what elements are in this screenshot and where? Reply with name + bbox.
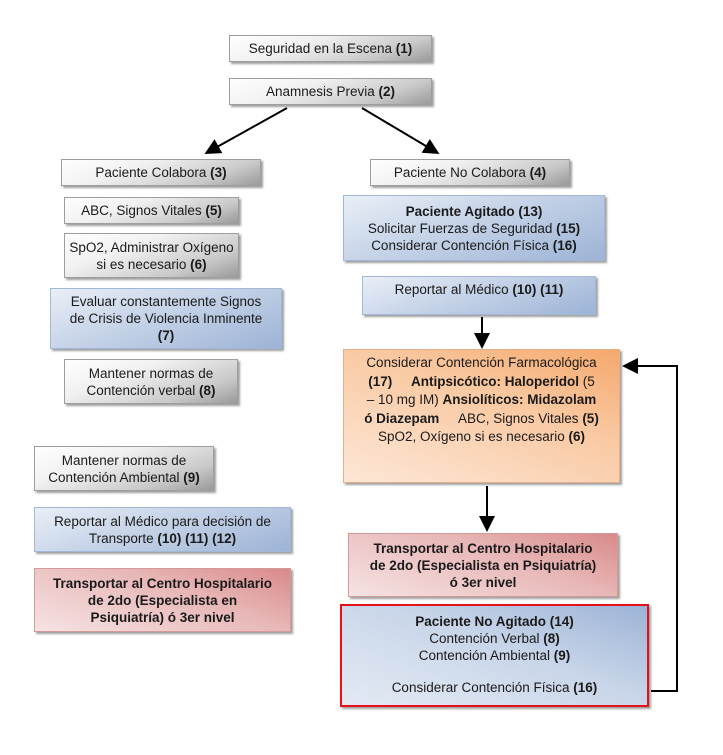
node-paciente-agitado: Paciente Agitado (13) Solicitar Fuerzas … <box>343 195 605 261</box>
node-ref: (10) (11) (12) <box>157 530 237 546</box>
node-ref: (4) <box>529 165 547 180</box>
node-text: Seguridad en la Escena <box>248 41 396 56</box>
node-text: Contención Ambiental <box>418 648 554 663</box>
node-evaluar-signos-crisis: Evaluar constantemente Signos de Crisis … <box>50 288 282 349</box>
node-text: SpO2, Administrar Oxígeno <box>69 239 234 255</box>
node-text: Contención Verbal <box>429 631 544 646</box>
node-paciente-no-agitado: Paciente No Agitado (14) Contención Verb… <box>340 604 649 707</box>
node-ref: (8) <box>543 631 560 646</box>
node-reportar-medico: Reportar al Médico (10) (11) <box>362 276 596 315</box>
node-text: Considerar Contención Física <box>391 680 574 695</box>
node-text: Considerar Contención Farmacológica <box>366 355 597 370</box>
node-ref: (5) <box>582 410 599 426</box>
node-ref: (2) <box>378 84 396 99</box>
node-text: Mantener normas de <box>61 452 187 468</box>
node-text: de 2do (Especialista en Psiquiatría) <box>369 557 597 573</box>
node-text: Psiquiatría) ó 3er nivel <box>90 609 235 625</box>
node-ref: (7) <box>157 328 175 343</box>
node-text: – 10 mg IM) <box>366 392 443 407</box>
arrow-anamnesis-to-colabora <box>204 107 288 154</box>
node-contencion-verbal: Mantener normas de Contención verbal (8) <box>64 359 238 404</box>
node-abc-signos-vitales: ABC, Signos Vitales (5) <box>64 197 239 224</box>
node-contencion-ambiental: Mantener normas de Contención Ambiental … <box>34 446 214 491</box>
node-ref: (6) <box>190 256 207 272</box>
node-text: Transportar al Centro Hospitalario <box>52 575 273 591</box>
node-ref: (17) <box>368 373 393 389</box>
node-text: ó 3er nivel <box>449 574 517 590</box>
node-seguridad-escena: Seguridad en la Escena (1) <box>229 35 432 62</box>
arrow-anamnesis-to-no-colabora <box>361 107 440 155</box>
node-drug-diazepam: ó Diazepam <box>364 410 440 426</box>
node-text: Considerar Contención Física <box>371 237 553 253</box>
node-paciente-no-colabora: Paciente No Colabora (4) <box>370 159 570 186</box>
node-drug-antipsicotico: Antipsicótico: Haloperidol <box>411 373 580 389</box>
node-title: Paciente No Agitado (14) <box>415 614 574 629</box>
node-text: ABC, Signos Vitales <box>81 203 206 218</box>
node-transportar-centro-hospitalario-right: Transportar al Centro Hospitalario de 2d… <box>348 533 618 597</box>
node-ref: (5) <box>205 203 222 218</box>
node-ref: (9) <box>183 469 200 485</box>
node-ref: (1) <box>395 41 413 56</box>
node-reportar-medico-transporte: Reportar al Médico para decisión de Tran… <box>34 507 291 552</box>
node-spo2-oxigeno: SpO2, Administrar Oxígeno si es necesari… <box>64 233 239 278</box>
node-ref: (16) <box>573 680 598 695</box>
node-text: Contención Ambiental <box>48 469 184 485</box>
node-text: Reportar al Médico <box>394 282 513 297</box>
node-ref: (6) <box>568 429 586 444</box>
node-paciente-colabora: Paciente Colabora (3) <box>61 159 261 186</box>
node-text: de Crisis de Violencia Inminente <box>69 311 263 326</box>
node-text: Contención verbal <box>86 382 200 398</box>
node-ref: (16) <box>552 237 577 253</box>
node-ref: (8) <box>199 382 216 398</box>
node-text: de 2do (Especialista en <box>87 592 238 608</box>
node-text: Paciente Colabora <box>95 165 211 180</box>
node-text: Transporte <box>88 530 158 546</box>
node-ref: (15) <box>556 220 581 236</box>
node-text: Paciente No Colabora <box>393 165 530 180</box>
node-text: si es necesario <box>96 256 191 272</box>
node-text: ABC, Signos Vitales <box>457 410 583 426</box>
node-ref: (10) (11) <box>512 282 564 297</box>
node-title: Paciente Agitado (13) <box>405 203 543 219</box>
node-text: Anamnesis Previa <box>265 84 379 99</box>
node-ref: (9) <box>553 648 571 663</box>
feedback-arrow-no-agitado-to-farmacologica <box>622 358 678 692</box>
node-text: (5 <box>579 373 595 389</box>
node-drug-ansioliticos: Ansiolíticos: Midazolam <box>442 392 597 407</box>
node-ref: (3) <box>210 165 227 180</box>
node-anamnesis-previa: Anamnesis Previa (2) <box>229 78 432 105</box>
node-text: SpO2, Oxígeno si es necesario <box>377 429 569 444</box>
node-text: Evaluar constantemente Signos <box>70 294 262 309</box>
node-text: Mantener normas de <box>88 365 214 381</box>
node-transportar-centro-hospitalario-left: Transportar al Centro Hospitalario de 2d… <box>34 568 291 632</box>
node-text: Reportar al Médico para decisión de <box>54 513 271 529</box>
node-text: Transportar al Centro Hospitalario <box>373 540 593 556</box>
node-contencion-farmacologica: Considerar Contención Farmacológica (17)… <box>343 349 620 483</box>
node-text: Solicitar Fuerzas de Seguridad <box>367 220 557 236</box>
